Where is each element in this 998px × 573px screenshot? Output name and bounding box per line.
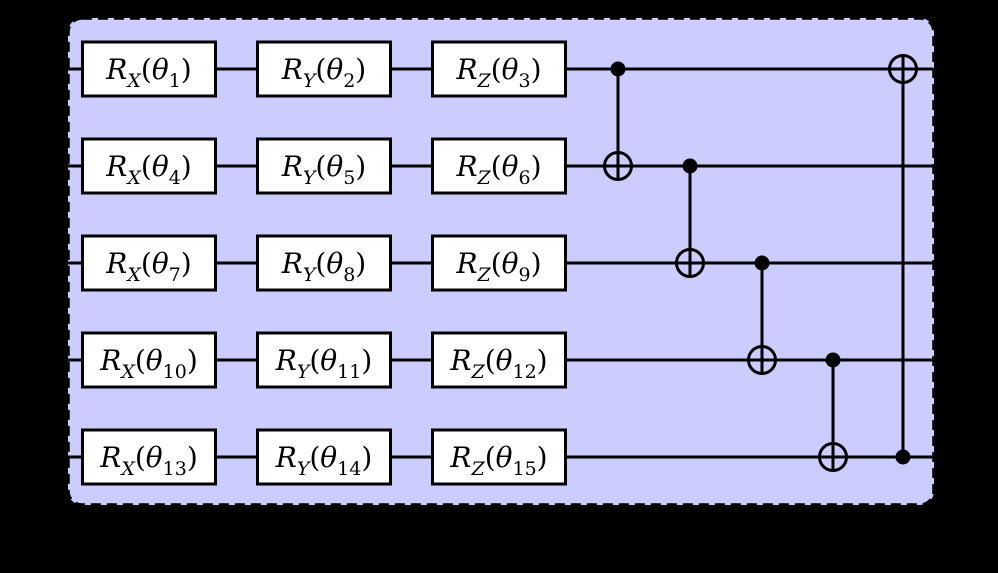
gate-rx-theta13: RX(θ13) <box>81 428 217 486</box>
gate-label: RZ(θ12) <box>449 344 547 383</box>
gate-label: RX(θ1) <box>105 53 191 92</box>
gate-rz-theta9: RZ(θ9) <box>431 234 567 292</box>
gate-label: RZ(θ15) <box>449 441 547 480</box>
gate-rx-theta1: RX(θ1) <box>81 40 217 98</box>
gate-box <box>81 234 217 292</box>
cnot-q1-to-q2 <box>603 61 633 181</box>
gate-label: RY(θ8) <box>281 247 366 286</box>
gate-box <box>256 428 392 486</box>
gate-ry-theta11: RY(θ11) <box>256 331 392 389</box>
cnot-control-dot <box>825 352 841 368</box>
cnot-q5-to-q1 <box>888 54 918 465</box>
gate-box <box>256 137 392 195</box>
gate-box <box>431 331 567 389</box>
gate-box <box>81 137 217 195</box>
gate-label: RZ(θ9) <box>455 247 541 286</box>
gate-rz-theta15: RZ(θ15) <box>431 428 567 486</box>
cnot-control-dot <box>610 61 626 77</box>
gate-rx-theta7: RX(θ7) <box>81 234 217 292</box>
gate-label: RY(θ5) <box>281 150 366 189</box>
cnot-control-dot <box>895 449 911 465</box>
cnot-q2-to-q3 <box>675 158 705 278</box>
gate-rz-theta6: RZ(θ6) <box>431 137 567 195</box>
gate-box <box>256 40 392 98</box>
gate-box <box>81 331 217 389</box>
gate-box <box>431 428 567 486</box>
gate-label: RX(θ13) <box>99 441 198 480</box>
gate-label: RZ(θ6) <box>455 150 541 189</box>
gate-box <box>256 234 392 292</box>
gate-box <box>431 137 567 195</box>
gate-label: RY(θ2) <box>281 53 366 92</box>
cnot-control-dot <box>682 158 698 174</box>
gate-label: RX(θ4) <box>105 150 191 189</box>
gate-rx-theta10: RX(θ10) <box>81 331 217 389</box>
gate-box <box>256 331 392 389</box>
gate-ry-theta2: RY(θ2) <box>256 40 392 98</box>
gate-box <box>431 234 567 292</box>
gate-rz-theta3: RZ(θ3) <box>431 40 567 98</box>
gate-box <box>431 40 567 98</box>
gate-ry-theta8: RY(θ8) <box>256 234 392 292</box>
gate-ry-theta5: RY(θ5) <box>256 137 392 195</box>
cnot-q4-to-q5 <box>818 352 848 472</box>
gate-label: RX(θ7) <box>105 247 191 286</box>
gate-label: RY(θ11) <box>275 344 373 383</box>
gate-box <box>81 428 217 486</box>
gate-label: RZ(θ3) <box>455 53 541 92</box>
gate-label: RY(θ14) <box>275 441 373 480</box>
cnot-q3-to-q4 <box>747 255 777 375</box>
gate-ry-theta14: RY(θ14) <box>256 428 392 486</box>
gate-label: RX(θ10) <box>99 344 198 383</box>
cnot-control-dot <box>754 255 770 271</box>
gate-rx-theta4: RX(θ4) <box>81 137 217 195</box>
gate-rz-theta12: RZ(θ12) <box>431 331 567 389</box>
gate-box <box>81 40 217 98</box>
